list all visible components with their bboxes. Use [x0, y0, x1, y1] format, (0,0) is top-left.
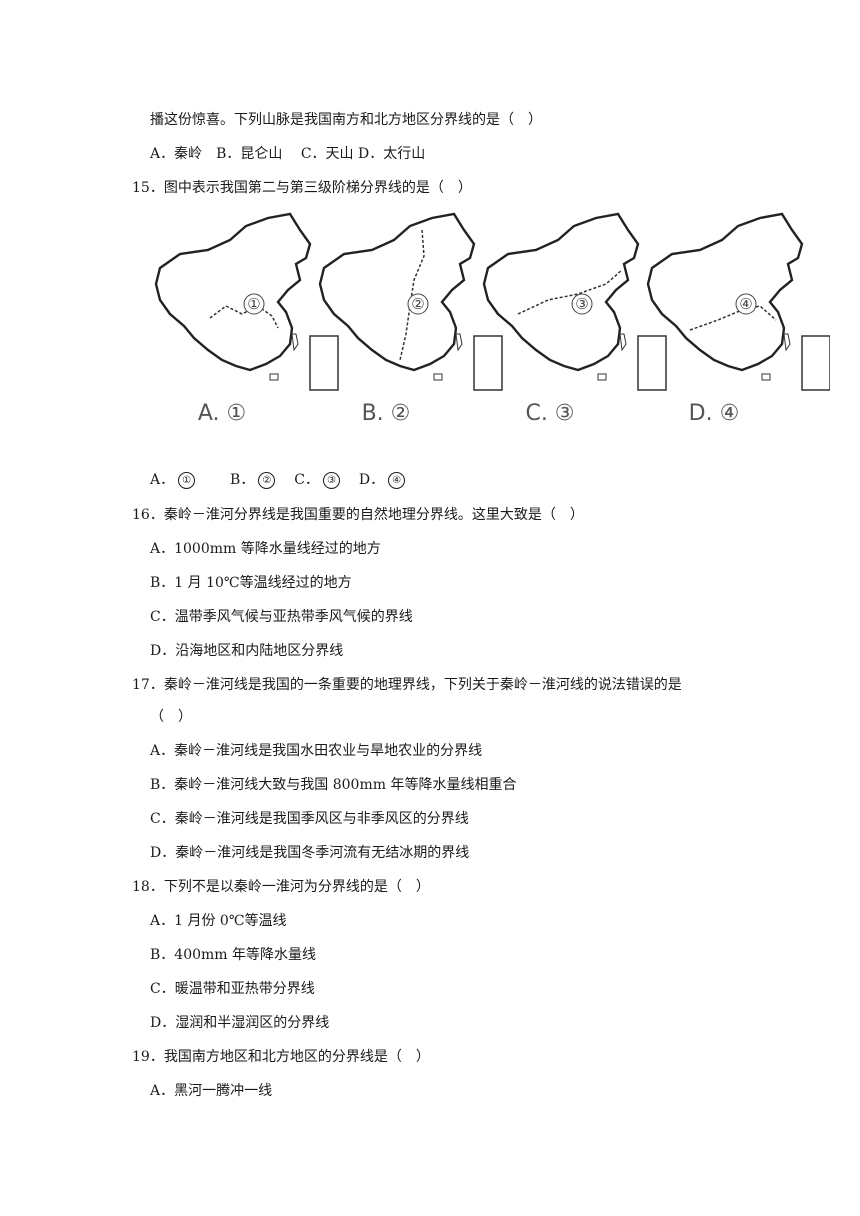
q19-stem: 19．我国南方地区和北方地区的分界线是（ ） [132, 1049, 430, 1065]
q19-option-a: A．黑河一腾冲一线 [150, 1083, 273, 1099]
q16-stem: 16．秦岭－淮河分界线是我国重要的自然地理分界线。这里大致是（ ） [132, 507, 584, 523]
map-1: ① A. ① [154, 212, 339, 426]
map-number: ② [411, 295, 424, 313]
q16-option-a: A．1000mm 等降水量线经过的地方 [150, 541, 381, 557]
boundary-line [399, 229, 425, 361]
china-maps-illustration: ① A. ① ② B. ② ③ C. ③ ④ D. ④ [154, 212, 831, 426]
island [597, 333, 627, 381]
q15-maps-figure: ① A. ① ② B. ② ③ C. ③ ④ D. ④ [150, 206, 831, 434]
q17-option-d: D．秦岭－淮河线是我国冬季河流有无结冰期的界线 [150, 845, 470, 861]
q18-option-a: A．1 月份 0℃等温线 [150, 913, 287, 929]
map-number-circle [571, 293, 593, 315]
q17-stem-continuation: （ ） [150, 709, 192, 725]
q15-option-a: A．① [150, 471, 197, 489]
map-4: ④ D. ④ [646, 212, 831, 426]
map-number: ④ [739, 295, 752, 313]
q15-option-b: B．② [230, 471, 277, 489]
map-number-circle [243, 293, 265, 315]
q14-options: A．秦岭 B．昆仑山 C．天山 D．太行山 [150, 146, 426, 162]
q17-option-a: A．秦岭－淮河线是我国水田农业与旱地农业的分界线 [150, 743, 483, 759]
q16-option-b: B．1 月 10℃等温线经过的地方 [150, 575, 352, 591]
china-outline [318, 212, 476, 372]
island [433, 333, 463, 381]
china-outline [646, 212, 804, 372]
map-3: ③ C. ③ [482, 212, 667, 426]
q18-option-b: B．400mm 年等降水量线 [150, 947, 317, 963]
map-caption: B. ② [362, 401, 411, 426]
map-number-circle [735, 293, 757, 315]
q15-option-c: C．③ [294, 471, 342, 489]
q17-stem: 17．秦岭－淮河线是我国的一条重要的地理界线，下列关于秦岭－淮河线的说法错误的是 [132, 677, 682, 693]
island [761, 333, 791, 381]
inset-box [801, 335, 831, 391]
map-number: ① [247, 295, 260, 313]
map-number: ③ [575, 295, 588, 313]
china-outline [482, 212, 640, 372]
q14-stem-continuation: 播这份惊喜。下列山脉是我国南方和北方地区分界线的是（ ） [150, 112, 542, 128]
inset-box [309, 335, 339, 391]
q18-option-c: C．暖温带和亚热带分界线 [150, 981, 315, 997]
island [269, 333, 299, 381]
map-2: ② B. ② [318, 212, 503, 426]
map-number-circle [407, 293, 429, 315]
q15-stem: 15．图中表示我国第二与第三级阶梯分界线的是（ ） [132, 180, 472, 196]
q16-option-d: D．沿海地区和内陆地区分界线 [150, 643, 344, 659]
inset-box [637, 335, 667, 391]
map-caption: A. ① [198, 401, 246, 426]
map-caption: D. ④ [689, 401, 740, 426]
q18-option-d: D．湿润和半湿润区的分界线 [150, 1015, 330, 1031]
inset-box [473, 335, 503, 391]
q17-option-b: B．秦岭－淮河线大致与我国 800mm 年等降水量线相重合 [150, 777, 517, 793]
map-caption: C. ③ [525, 401, 574, 426]
q16-option-c: C．温带季风气候与亚热带季风气候的界线 [150, 609, 413, 625]
q15-options: A．① B．② C．③ D．④ [150, 470, 407, 490]
q18-stem: 18．下列不是以秦岭一淮河为分界线的是（ ） [132, 879, 430, 895]
china-outline [154, 212, 312, 372]
q15-option-d: D．④ [359, 471, 407, 489]
q17-option-c: C．秦岭－淮河线是我国季风区与非季风区的分界线 [150, 811, 469, 827]
boundary-line [517, 269, 623, 315]
